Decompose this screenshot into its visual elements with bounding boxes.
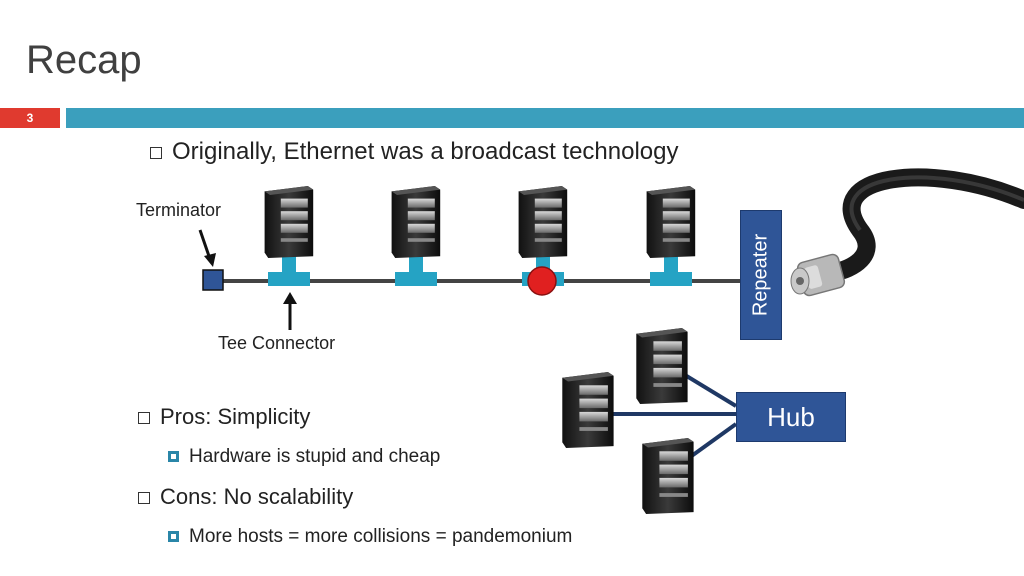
hub-link: [684, 422, 738, 462]
bullet-text: Hardware is stupid and cheap: [189, 446, 441, 467]
coax-cable-icon: [790, 168, 1024, 297]
tee-connector-label: Tee Connector: [218, 333, 336, 353]
bullet-cons: Cons: No scalability: [138, 484, 353, 510]
bullet-text: More hosts = more collisions = pandemoni…: [189, 526, 573, 547]
bullet-pros: Pros: Simplicity: [138, 404, 310, 430]
collision-marker: [527, 266, 557, 296]
terminator-label: Terminator: [136, 200, 222, 220]
header-bar: [66, 108, 1024, 128]
terminator: [202, 269, 224, 291]
bullet-broadcast: Originally, Ethernet was a broadcast tec…: [150, 138, 679, 166]
tee-connector-stem: [664, 256, 678, 274]
hub-link: [678, 370, 738, 408]
server-icon: [518, 186, 568, 258]
hub-box: Hub: [736, 392, 846, 442]
server-icon: [636, 328, 688, 404]
bullet-square-icon: [138, 492, 150, 505]
bullet-text: Pros: Simplicity: [160, 404, 311, 429]
repeater-box: Repeater: [740, 210, 782, 340]
server-icon: [646, 186, 696, 258]
tee-connector-stem: [282, 256, 296, 274]
tee-connector: [268, 272, 310, 286]
sub-bullet-icon: [168, 451, 179, 463]
slide-number: 3: [0, 108, 60, 128]
tee-connector: [650, 272, 692, 286]
server-icon: [391, 186, 441, 258]
bullet-text: Originally, Ethernet was a broadcast tec…: [172, 138, 679, 165]
sub-bullet-collisions: More hosts = more collisions = pandemoni…: [168, 526, 572, 548]
tee-arrowhead: [283, 292, 297, 304]
server-icon: [264, 186, 314, 258]
server-icon: [562, 372, 614, 448]
repeater-label: Repeater: [749, 233, 772, 317]
sub-bullet-hardware: Hardware is stupid and cheap: [168, 446, 440, 468]
sub-bullet-icon: [168, 531, 179, 543]
tee-connector: [395, 272, 437, 286]
bullet-text: Cons: No scalability: [160, 484, 354, 509]
tee-connector-stem: [409, 256, 423, 274]
server-icon: [642, 438, 694, 514]
bullet-square-icon: [150, 146, 162, 159]
slide-title: Recap: [26, 38, 142, 82]
bullet-square-icon: [138, 412, 150, 425]
terminator-arrowhead: [204, 253, 216, 267]
